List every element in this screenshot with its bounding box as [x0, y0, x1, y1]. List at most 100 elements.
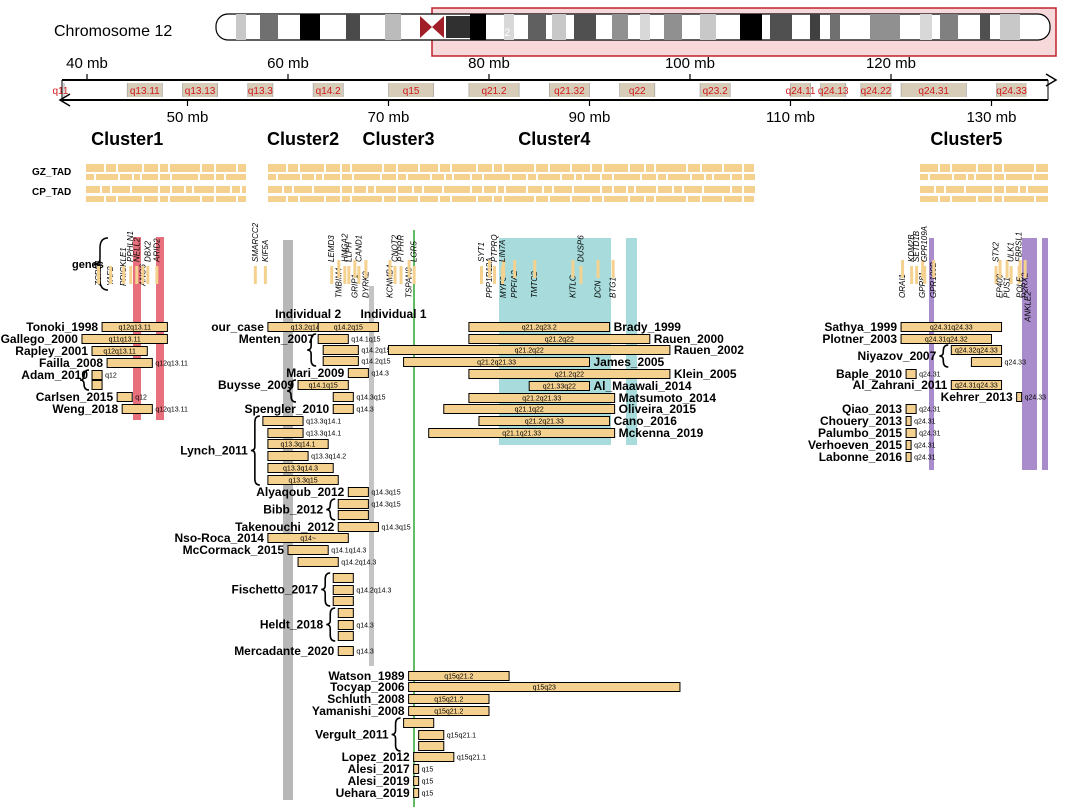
tad-block — [506, 186, 526, 193]
gene-label: FBRSL1 — [1015, 232, 1024, 262]
gene-mark — [479, 266, 483, 284]
case-band-label: q24.33 — [1005, 360, 1027, 367]
gene-mark — [337, 260, 341, 278]
case-bracket — [326, 498, 336, 521]
gene-mark — [407, 260, 411, 278]
gene-label: KITLG — [568, 275, 577, 298]
case-name: McCormack_2015 — [183, 543, 285, 557]
tad-block — [232, 186, 240, 193]
case-bar — [403, 357, 591, 367]
tad-block — [528, 186, 542, 193]
tad-block — [268, 196, 286, 202]
ideogram-band — [1000, 14, 1020, 40]
tad-block — [454, 174, 470, 180]
case-name: Chouery_2013 — [820, 414, 902, 428]
gene-label: TMBIM4 — [334, 267, 343, 298]
case-name: James_2005 — [594, 355, 665, 369]
case-row — [403, 718, 435, 728]
tad-block — [674, 186, 682, 193]
centromere-left — [420, 16, 432, 38]
case-bar — [116, 392, 133, 402]
tad-block — [420, 164, 438, 172]
tad-block — [440, 164, 450, 172]
case-name: Mari_2009 — [286, 366, 344, 380]
tad-block — [302, 174, 314, 180]
case-bar — [418, 741, 445, 751]
case-band-label: q14.3q15 — [381, 525, 410, 532]
case-name: Rauen_2002 — [674, 343, 744, 357]
tad-block — [966, 186, 992, 193]
case-band-label: q14.3 — [356, 649, 374, 656]
tad-block — [452, 196, 476, 202]
case-band-label: q13.3q15 — [288, 478, 317, 485]
case-name: Cano_2016 — [614, 414, 678, 428]
case-name: Rauen_2000 — [654, 332, 724, 346]
case-bar — [337, 608, 354, 618]
tad-block — [424, 186, 442, 193]
case-row: q15q21.1 — [418, 730, 476, 740]
tad-block — [702, 164, 722, 172]
gene-label: GRIP1 — [350, 274, 359, 298]
case-row: q13.3q14.1 — [267, 428, 341, 438]
tad-block — [994, 174, 1004, 180]
axis-band — [901, 83, 967, 97]
tad-block — [452, 164, 476, 172]
case-row — [337, 608, 354, 618]
tad-block — [656, 164, 686, 172]
gene-label: STX2 — [992, 241, 1001, 262]
tad-block — [584, 174, 600, 180]
bottom-tick-label: 70 mb — [368, 109, 410, 126]
tad-block — [326, 196, 340, 202]
case-row: q24.33 — [970, 357, 1027, 367]
tad-block — [1034, 174, 1048, 180]
gene-mark — [253, 266, 257, 284]
gene-mark — [129, 266, 133, 284]
ideogram-band-label: q12 — [492, 27, 510, 39]
case-band-label: q15q21.1 — [447, 733, 476, 740]
tad-block — [1006, 186, 1018, 193]
tad-block — [376, 186, 396, 193]
tad-block — [562, 174, 574, 180]
case-name: Oliveira_2015 — [619, 402, 697, 416]
case-bar — [428, 428, 616, 438]
ideogram-band — [940, 14, 958, 40]
tad-block — [1028, 186, 1048, 193]
tad-block — [704, 186, 730, 193]
case-band-label: q14.1q15 — [351, 337, 380, 344]
case-bar — [905, 440, 912, 450]
tad-block — [550, 164, 570, 172]
tad-block — [744, 164, 754, 172]
case-name: Lopez_2012 — [342, 750, 410, 764]
case-bar — [905, 428, 917, 438]
tad-block — [202, 196, 214, 202]
case-bar — [267, 533, 349, 543]
case-bar — [905, 404, 917, 414]
case-bar — [91, 346, 148, 356]
tad-block — [952, 196, 976, 202]
tad-block — [288, 164, 298, 172]
tad-block — [398, 174, 406, 180]
case-row — [418, 741, 445, 751]
tad-block — [940, 164, 950, 172]
tad-block — [646, 164, 654, 172]
gene-label: GPR81 — [918, 272, 927, 298]
tad-block — [1036, 196, 1048, 202]
tad-block — [706, 174, 712, 180]
case-name: Adam_2010 — [21, 368, 88, 382]
tad-block — [102, 186, 110, 193]
axis-band-label: q13.11 — [130, 86, 160, 97]
case-bar — [262, 416, 304, 426]
case-band-label: q14.1q14.3 — [331, 548, 366, 555]
tad-block — [226, 174, 246, 180]
case-bar — [106, 358, 153, 368]
case-bar — [337, 620, 354, 630]
case-bar — [332, 585, 354, 595]
tad-block — [512, 174, 526, 180]
ideogram-band — [504, 14, 514, 40]
case-bar — [408, 682, 681, 692]
case-bar — [317, 334, 349, 344]
case-bar — [900, 334, 992, 344]
